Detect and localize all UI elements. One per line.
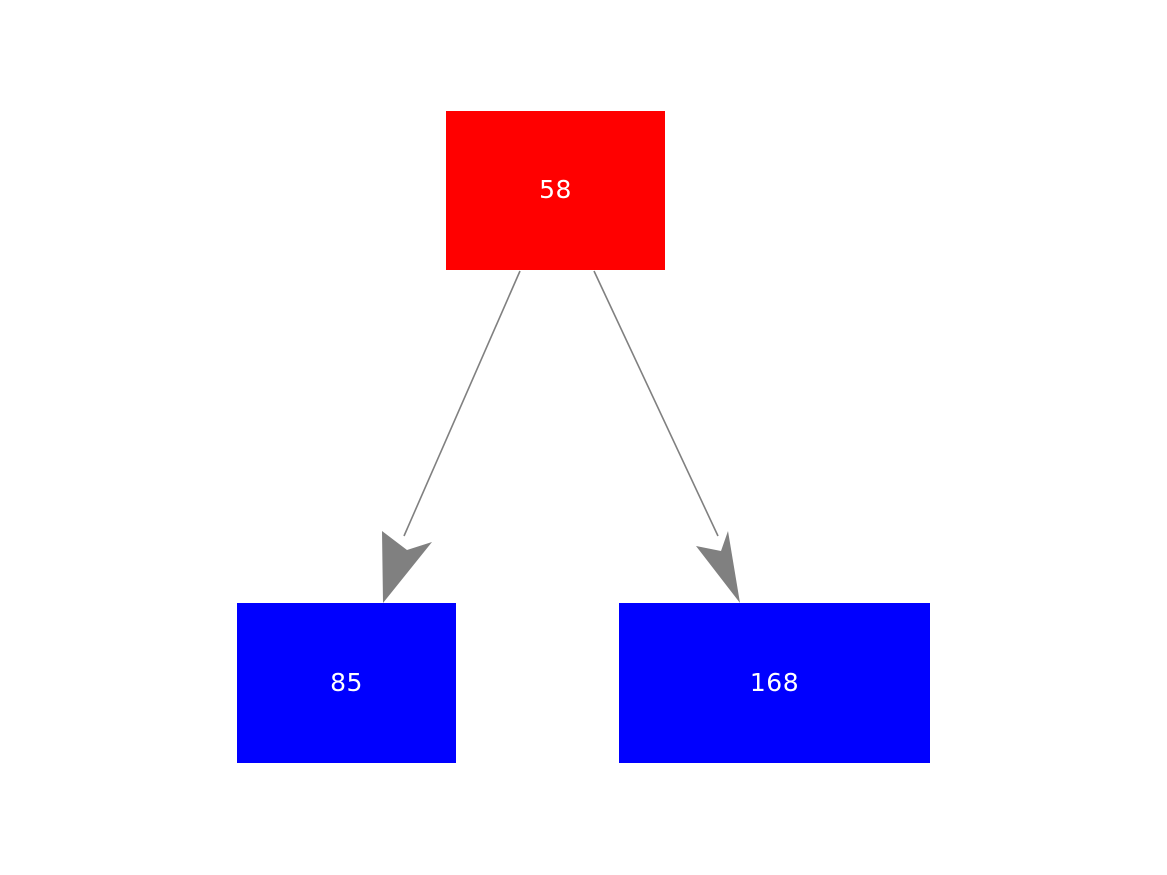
- node-root[interactable]: 58: [446, 111, 665, 270]
- node-right-child[interactable]: 168: [619, 603, 930, 763]
- node-root-label: 58: [539, 175, 572, 204]
- arrowhead-root-to-85: [382, 531, 432, 603]
- edge-root-to-85: [382, 270, 521, 603]
- node-left-child-label: 85: [330, 667, 363, 697]
- node-right-child-label: 168: [749, 667, 800, 697]
- node-left-child[interactable]: 85: [237, 603, 456, 763]
- arrowhead-root-to-168: [696, 531, 740, 603]
- edge-line-root-to-85: [403, 270, 521, 537]
- edge-root-to-168: [593, 270, 740, 603]
- edge-line-root-to-168: [593, 270, 719, 537]
